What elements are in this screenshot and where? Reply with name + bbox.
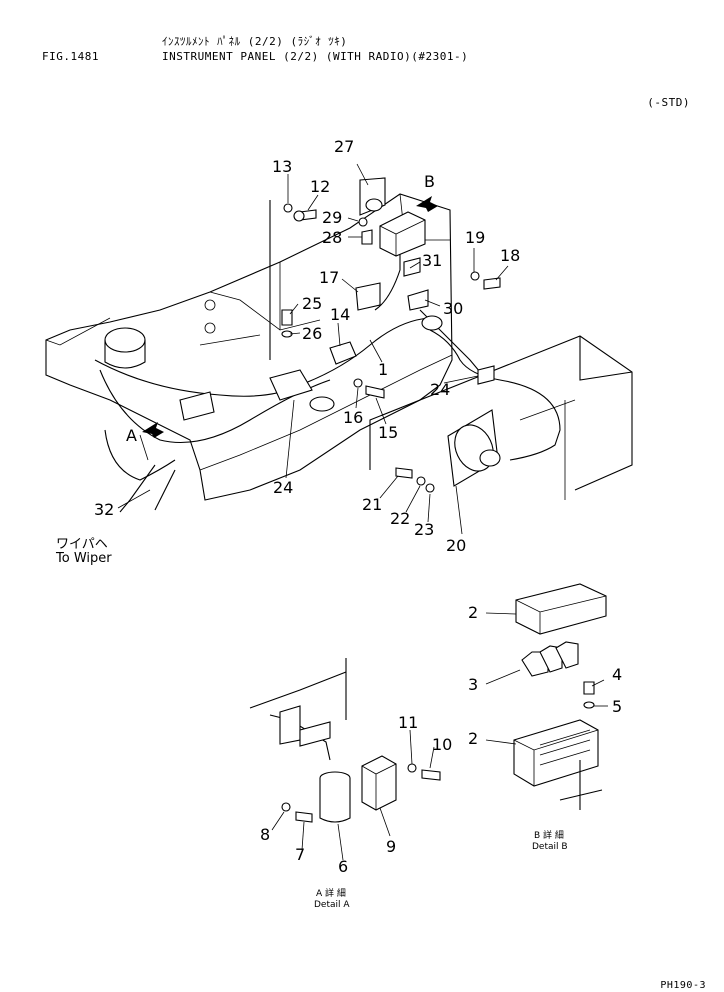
relay-a [179,391,215,421]
callout-2-top: 2 [468,603,478,622]
grommet [421,315,443,331]
detail-a-label-japanese: A 詳 細 [316,887,346,899]
callout-5: 5 [612,697,622,716]
callout-18: 18 [500,246,520,265]
callout-24-right: 24 [430,380,450,399]
washer-13 [283,203,293,213]
wiper-label-japanese: ワイパヘ [56,537,108,552]
callout-25: 25 [302,294,322,313]
connector-17 [355,282,381,311]
figure-number: FIG.1481 [42,50,99,63]
washer-19 [470,271,480,281]
callout-6: 6 [338,857,348,876]
callout-31: 31 [422,251,442,270]
view-arrow-b [416,196,438,212]
view-label-a: A [126,426,137,445]
callout-14: 14 [330,305,350,324]
callout-24-left: 24 [273,478,293,497]
bolt-12 [293,209,317,222]
view-label-b: B [424,172,435,191]
washer-29 [358,217,368,227]
flasher [309,396,335,412]
callout-32: 32 [94,500,114,519]
relay-27 [359,177,386,216]
variant-label: (-STD) [647,96,690,109]
callout-30: 30 [443,299,463,318]
view-arrow-a [142,422,164,438]
relay-24 [269,369,313,401]
relay-block-b [379,211,426,257]
callout-7: 7 [295,845,305,864]
page-code: PH190-3 [660,980,706,991]
callout-12: 12 [310,177,330,196]
connector-30 [407,289,429,311]
washer-23 [425,483,435,493]
bolt-18 [483,277,501,290]
speaker-20 [447,409,501,487]
callout-11: 11 [398,713,418,732]
clip-24 [477,365,495,385]
callout-29: 29 [322,208,342,227]
callout-22: 22 [390,509,410,528]
callout-1: 1 [378,360,388,379]
callout-13: 13 [272,157,292,176]
washer-16 [353,378,363,388]
figure-title: INSTRUMENT PANEL (2/2) (WITH RADIO)(#230… [162,50,469,63]
callout-16: 16 [343,408,363,427]
callout-4: 4 [612,665,622,684]
callout-8: 8 [260,825,270,844]
leader-lines [117,163,608,861]
radio-console-box [369,335,633,500]
callout-10: 10 [432,735,452,754]
callout-9: 9 [386,837,396,856]
bolt-25 [281,309,293,326]
detail-b-label: Detail B [532,842,568,852]
detail-b-assembly [513,583,607,810]
callout-27: 27 [334,137,354,156]
callout-numbers: 27 13 12 29 28 17 31 19 18 30 25 26 14 1… [94,137,622,876]
washer-22 [416,476,426,486]
wiper-label: To Wiper [55,551,112,566]
callout-15: 15 [378,423,398,442]
callout-17: 17 [319,268,339,287]
bolt-15 [365,385,385,399]
detail-b-label-japanese: B 詳 細 [534,829,564,841]
figure-title-japanese: ｲﾝｽﾂﾙﾒﾝﾄ ﾊﾟﾈﾙ (2/2) (ﾗｼﾞｵ ﾂｷ) [162,35,348,48]
bolt-21 [395,467,413,479]
detail-a-assembly [249,658,441,823]
detail-a-label: Detail A [314,900,350,910]
callout-21: 21 [362,495,382,514]
callout-2-bottom: 2 [468,729,478,748]
screw-28 [361,229,373,245]
callout-20: 20 [446,536,466,555]
callout-19: 19 [465,228,485,247]
callout-26: 26 [302,324,322,343]
callout-23: 23 [414,520,434,539]
bracket-14 [329,341,357,365]
callout-28: 28 [322,228,342,247]
callout-3: 3 [468,675,478,694]
